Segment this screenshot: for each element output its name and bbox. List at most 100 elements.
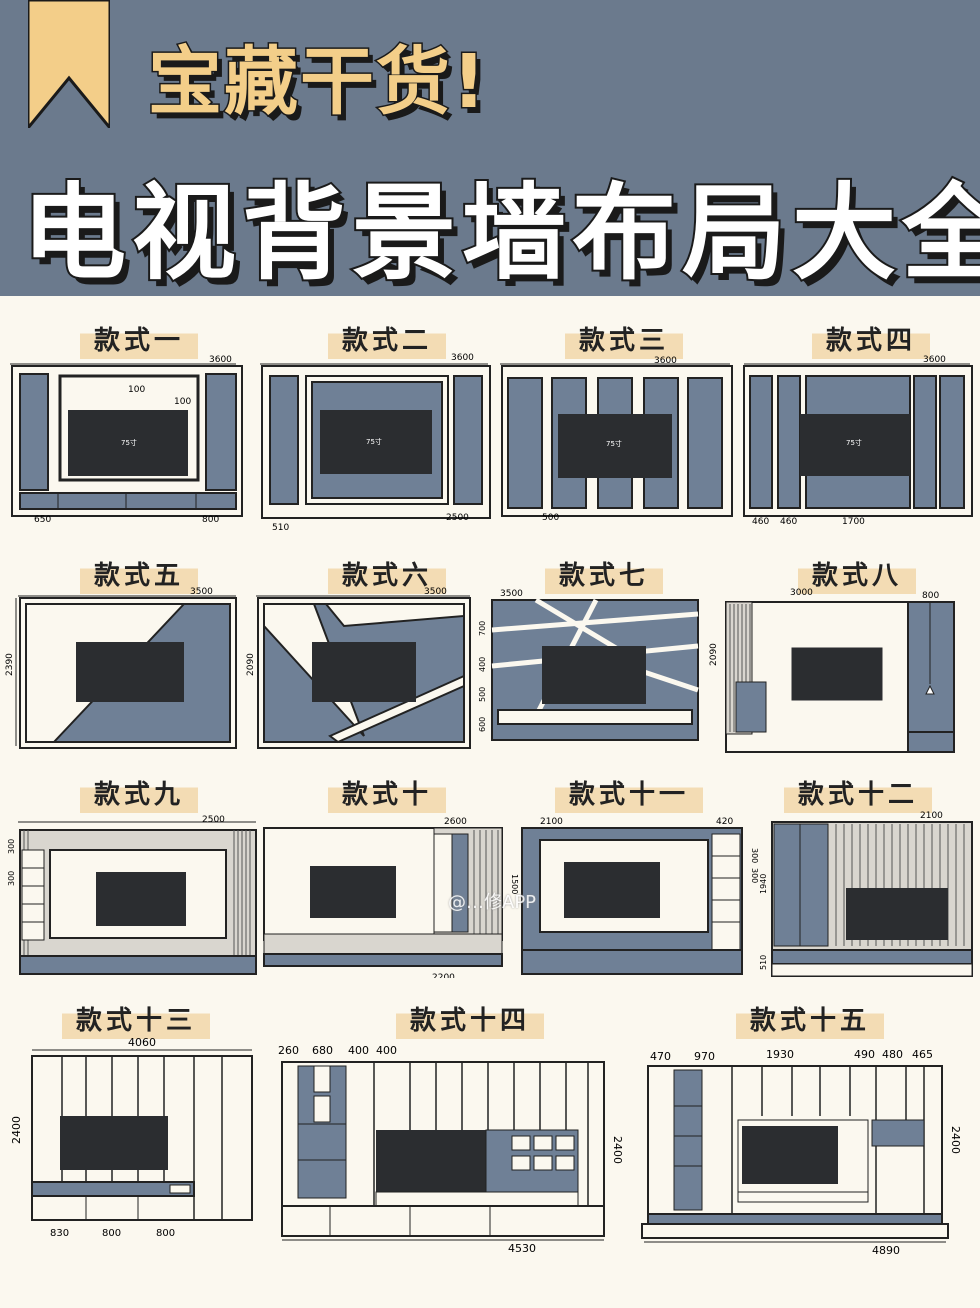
watermark: @…修APP <box>448 892 537 913</box>
tv-screen <box>788 644 886 704</box>
tv-screen <box>96 872 186 926</box>
style-label-3: 款式三 <box>565 318 684 359</box>
svg-text:510: 510 <box>760 955 768 970</box>
svg-text:400: 400 <box>348 1044 369 1057</box>
svg-text:460: 460 <box>752 517 769 527</box>
svg-text:260: 260 <box>278 1044 299 1057</box>
page-title: 电视背景墙布局大全 <box>20 170 980 296</box>
svg-text:300: 300 <box>750 848 759 863</box>
svg-text:460: 460 <box>780 517 797 527</box>
svg-text:2400: 2400 <box>10 1116 23 1144</box>
style-10-diagram: 2600 1500 2200 <box>263 817 518 978</box>
style-12-diagram: 2100 1940 510 <box>760 811 973 977</box>
style-label-13: 款式十三 <box>62 998 211 1039</box>
tv-screen <box>312 642 416 702</box>
svg-text:3600: 3600 <box>451 353 474 363</box>
svg-text:470: 470 <box>650 1050 671 1063</box>
svg-text:2500: 2500 <box>446 513 469 523</box>
tv-screen <box>376 1130 486 1192</box>
style-5-diagram: 3500 2390 <box>5 587 237 749</box>
svg-text:75寸: 75寸 <box>606 439 622 448</box>
svg-text:600: 600 <box>478 717 487 732</box>
svg-text:4060: 4060 <box>128 1036 156 1049</box>
tv-screen <box>846 888 948 940</box>
tv-screen <box>76 642 184 702</box>
svg-text:420: 420 <box>716 817 733 827</box>
svg-text:680: 680 <box>312 1044 333 1057</box>
svg-text:2600: 2600 <box>444 817 467 827</box>
style-label-15: 款式十五 <box>736 998 885 1039</box>
tv-screen <box>564 862 660 918</box>
svg-text:300: 300 <box>7 839 16 854</box>
svg-text:800: 800 <box>156 1228 175 1239</box>
style-label-6: 款式六 <box>328 553 447 594</box>
svg-text:1930: 1930 <box>766 1048 794 1061</box>
svg-text:4890: 4890 <box>872 1244 900 1257</box>
style-label-8: 款式八 <box>798 553 917 594</box>
svg-text:1700: 1700 <box>842 517 865 527</box>
bookmark-ribbon-icon <box>28 0 110 128</box>
svg-text:510: 510 <box>272 523 289 532</box>
style-label-14: 款式十四 <box>396 998 545 1039</box>
svg-text:3500: 3500 <box>500 589 523 599</box>
svg-text:830: 830 <box>50 1228 69 1239</box>
svg-text:3600: 3600 <box>209 355 232 365</box>
style-11-diagram: 2100 420 300 300 <box>521 817 759 975</box>
style-label-4: 款式四 <box>812 318 931 359</box>
svg-text:2390: 2390 <box>5 653 15 676</box>
svg-text:300: 300 <box>7 871 16 886</box>
svg-text:3500: 3500 <box>190 587 213 597</box>
svg-text:3600: 3600 <box>654 356 677 366</box>
style-label-10: 款式十 <box>328 772 447 813</box>
style-label-2: 款式二 <box>328 318 447 359</box>
svg-text:2090: 2090 <box>246 653 256 676</box>
svg-text:2400: 2400 <box>611 1136 624 1164</box>
svg-text:75寸: 75寸 <box>846 438 862 447</box>
svg-text:2400: 2400 <box>949 1126 962 1154</box>
tv-screen <box>68 410 188 476</box>
svg-text:1500: 1500 <box>510 874 518 894</box>
svg-text:75寸: 75寸 <box>121 438 137 447</box>
tv-screen <box>310 866 396 918</box>
style-label-12: 款式十二 <box>784 772 933 813</box>
style-2-diagram: 3600 75寸 510 2500 <box>260 353 491 532</box>
svg-text:3000: 3000 <box>790 588 813 598</box>
style-4-diagram: 3600 75寸 460 460 1700 <box>743 355 973 527</box>
style-7-diagram: 3500 700 400 500 600 <box>478 589 699 741</box>
header-banner: 宝藏干货! 电视背景墙布局大全 <box>0 0 980 296</box>
tv-screen <box>742 1126 838 1184</box>
style-3-diagram: 3600 75寸 500 <box>500 356 733 523</box>
svg-text:490: 490 <box>854 1048 875 1061</box>
style-13-diagram: 4060 2400 830 800 800 <box>10 1036 253 1239</box>
style-label-5: 款式五 <box>80 553 199 594</box>
svg-text:75寸: 75寸 <box>366 437 382 446</box>
tv-screen <box>800 414 910 476</box>
tv-screen <box>60 1116 168 1170</box>
style-9-diagram: 2500 300 300 <box>7 815 257 975</box>
style-14-diagram: 260 680 400 400 2400 4530 <box>278 1044 624 1255</box>
svg-text:2200: 2200 <box>432 973 455 978</box>
style-label-7: 款式七 <box>545 553 664 594</box>
svg-text:2100: 2100 <box>920 811 943 821</box>
svg-text:1940: 1940 <box>760 874 768 894</box>
svg-text:650: 650 <box>34 515 51 525</box>
svg-text:2090: 2090 <box>709 643 719 666</box>
style-label-9: 款式九 <box>80 772 199 813</box>
tv-screen <box>558 414 672 478</box>
svg-text:400: 400 <box>376 1044 397 1057</box>
tv-screen <box>542 646 646 704</box>
style-8-diagram: 3000 800 2090 <box>709 588 955 753</box>
tv-screen <box>320 410 432 474</box>
svg-text:2500: 2500 <box>202 815 225 825</box>
style-1-diagram: 3600 75寸 100 100 650 800 <box>10 355 243 525</box>
svg-text:100: 100 <box>128 385 145 395</box>
style-6-diagram: 3500 2090 <box>246 587 471 749</box>
style-15-diagram: 470 970 1930 490 480 465 2400 4890 <box>641 1048 962 1257</box>
page-subtitle: 宝藏干货! <box>147 38 488 127</box>
svg-text:4530: 4530 <box>508 1242 536 1255</box>
svg-text:3600: 3600 <box>923 355 946 365</box>
svg-text:800: 800 <box>102 1228 121 1239</box>
svg-text:500: 500 <box>478 687 487 702</box>
svg-text:300: 300 <box>750 868 759 883</box>
svg-text:3500: 3500 <box>424 587 447 597</box>
